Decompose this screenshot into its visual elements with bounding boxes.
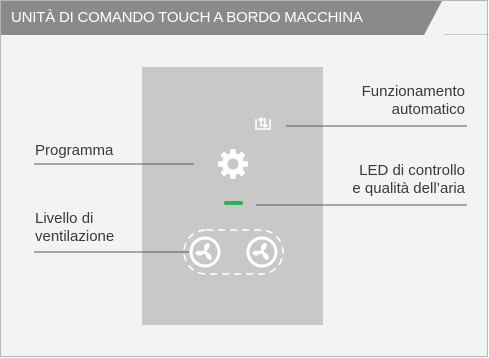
led-label: LED di controllo e qualità dell’aria <box>352 162 465 198</box>
fan-label-line2: ventilazione <box>35 228 115 245</box>
fan-label: Livello di ventilazione <box>35 210 114 246</box>
led-label-line2: e qualità dell’aria <box>352 180 465 197</box>
auto-mode-label-line1: Funzionamento <box>361 83 465 100</box>
touch-control-panel <box>142 67 323 325</box>
fan-level-control[interactable] <box>183 229 284 275</box>
header-band <box>1 1 489 35</box>
program-label-line1: Programma <box>35 142 114 159</box>
led-label-line1: LED di controllo <box>359 162 465 179</box>
fan-icon[interactable] <box>189 236 221 268</box>
auto-mode-label-line2: automatico <box>391 101 465 118</box>
fan-icon[interactable] <box>246 236 278 268</box>
fan-label-line1: Livello di <box>35 210 94 227</box>
auto-mode-icon[interactable] <box>255 116 271 130</box>
header-title: UNITÀ DI COMANDO TOUCH A BORDO MACCHINA <box>11 9 363 26</box>
program-label: Programma <box>35 142 113 160</box>
auto-mode-label: Funzionamento automatico <box>362 83 465 119</box>
gear-icon[interactable] <box>218 149 248 179</box>
